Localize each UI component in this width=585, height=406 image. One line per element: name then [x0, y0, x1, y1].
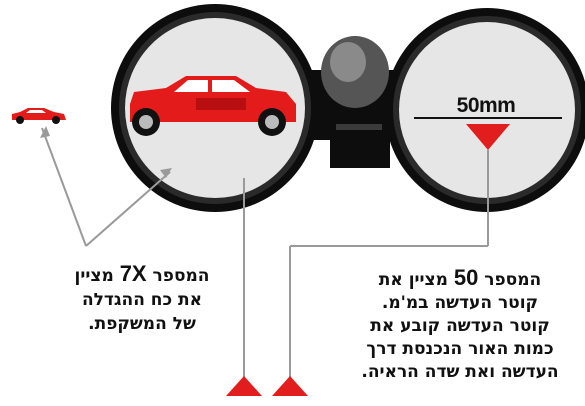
objective-marker [226, 376, 262, 396]
small-car-wheel-rear [52, 116, 60, 124]
small-car-wheel-front [16, 116, 24, 124]
lens-caption-line2: קוטר העדשה במ'מ. [335, 292, 585, 315]
lens-caption-suffix: מציין את [379, 270, 448, 290]
lens-caption-line5: העדשה ואת שדה הראיה. [335, 361, 585, 384]
lens-caption: המספר 50 מציין את קוטר העדשה במ'מ. קוטר … [335, 266, 585, 384]
lens-number: 50 [454, 265, 478, 290]
pointer-to-small-car [42, 128, 86, 246]
magnification-caption-line3: של המשקפת. [26, 312, 258, 336]
pointer-to-lens [86, 172, 170, 246]
focus-knob-highlight [330, 42, 366, 82]
lens-caption-line1: המספר 50 מציין את [335, 266, 585, 292]
car-side-vent [196, 98, 246, 110]
magnification-caption-prefix: המספר [153, 266, 210, 286]
magnification-caption-line2: את כח ההגדלה [26, 288, 258, 312]
magnification-caption-suffix: מציין [75, 266, 114, 286]
car-hub-rear [265, 115, 279, 129]
eyepiece-marker [272, 376, 308, 396]
pointer-arrow-small [40, 126, 50, 138]
hinge-band [336, 124, 382, 130]
diameter-label: 50mm [446, 94, 526, 118]
car-hub-front [139, 115, 153, 129]
lens-caption-line4: כמות האור הנכנסת דרך [335, 338, 585, 361]
magnification-caption-line1: המספר 7X מציין [26, 262, 258, 288]
magnification-caption: המספר 7X מציין את כח ההגדלה של המשקפת. [26, 262, 258, 336]
lens-caption-prefix: המספר [484, 270, 541, 290]
lens-caption-line3: קוטר העדשה קובע את [335, 315, 585, 338]
magnification-number: 7X [120, 261, 147, 286]
distant-car [12, 108, 66, 124]
